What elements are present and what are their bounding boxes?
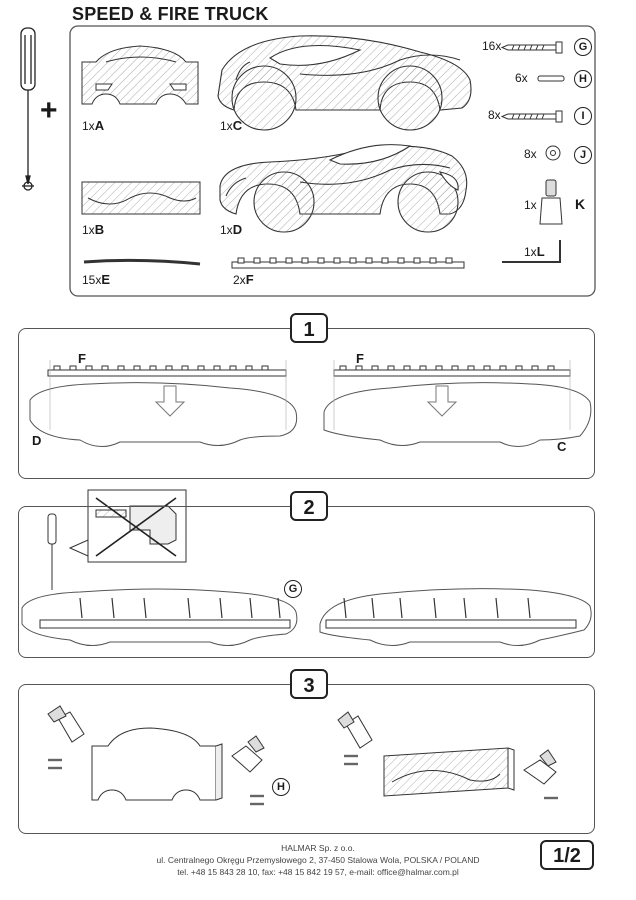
page-title: SPEED & FIRE TRUCK (72, 4, 269, 24)
hardware-h-code: H (568, 70, 592, 88)
step-3-panel (18, 684, 595, 834)
allen-key-l-icon (502, 240, 561, 263)
step-2-panel (18, 506, 595, 658)
hardware-i-code: I (568, 107, 592, 125)
footer-address: ul. Centralnego Okręgu Przemysłowego 2, … (156, 855, 480, 865)
hardware-l-label: 1xL (524, 244, 545, 259)
step-1-panel (18, 328, 595, 479)
part-d-drawing (219, 144, 468, 233)
step-2-number: 2 (290, 491, 328, 521)
washer-j-icon (545, 145, 561, 161)
step-2-right-drawing (319, 588, 592, 646)
part-f-label: 2xF (233, 272, 254, 287)
step-1-label-d: D (32, 433, 42, 448)
part-e-label: 15xE (82, 272, 111, 287)
step-2-screwdriver-icon (47, 513, 57, 590)
hardware-i-qty: 8x (488, 108, 501, 122)
part-f-drawing (231, 257, 465, 269)
footer-contact: tel. +48 15 843 28 10, fax: +48 15 842 1… (177, 867, 459, 877)
plus-sign: + (40, 94, 58, 127)
glue-bottle-k-icon (539, 179, 563, 225)
step-3-label-h: H (266, 778, 290, 796)
part-c-label: 1xC (220, 118, 243, 133)
part-c-drawing (217, 35, 472, 131)
step-3-left-drawing (47, 705, 265, 806)
step-3-right-drawing (337, 711, 558, 800)
part-b-drawing (81, 181, 201, 215)
step-1-label-c: C (557, 439, 567, 454)
part-a-label: 1xA (82, 118, 105, 133)
screw-g-icon (500, 41, 563, 54)
step-1-number: 1 (290, 313, 328, 343)
step-1-right-drawing (323, 360, 592, 447)
page-number: 1/2 (540, 840, 594, 870)
step-1-left-drawing (29, 360, 298, 447)
footer-company: HALMAR Sp. z o.o. (281, 843, 355, 853)
step-2-left-drawing (21, 588, 298, 646)
part-b-label: 1xB (82, 222, 105, 237)
part-a-drawing (81, 45, 199, 105)
step-3-number: 3 (290, 669, 328, 699)
part-e-drawing (83, 258, 201, 266)
hardware-k-code: K (575, 196, 586, 212)
step-1-label-f-left: F (78, 351, 86, 366)
step-2-label-g: G (278, 580, 302, 598)
part-d-label: 1xD (220, 222, 243, 237)
hardware-j-qty: 8x (524, 147, 537, 161)
dowel-h-icon (537, 75, 565, 82)
screw-i-icon (500, 110, 563, 123)
step-2-detail-drawing (68, 489, 187, 563)
hardware-k-qty: 1x (524, 198, 537, 212)
hardware-g-qty: 16x (482, 39, 502, 53)
hardware-j-code: J (568, 146, 592, 164)
step-1-label-f-right: F (356, 351, 364, 366)
screwdriver-icon (20, 27, 36, 191)
hardware-h-qty: 6x (515, 71, 528, 85)
hardware-g-code: G (568, 38, 592, 56)
